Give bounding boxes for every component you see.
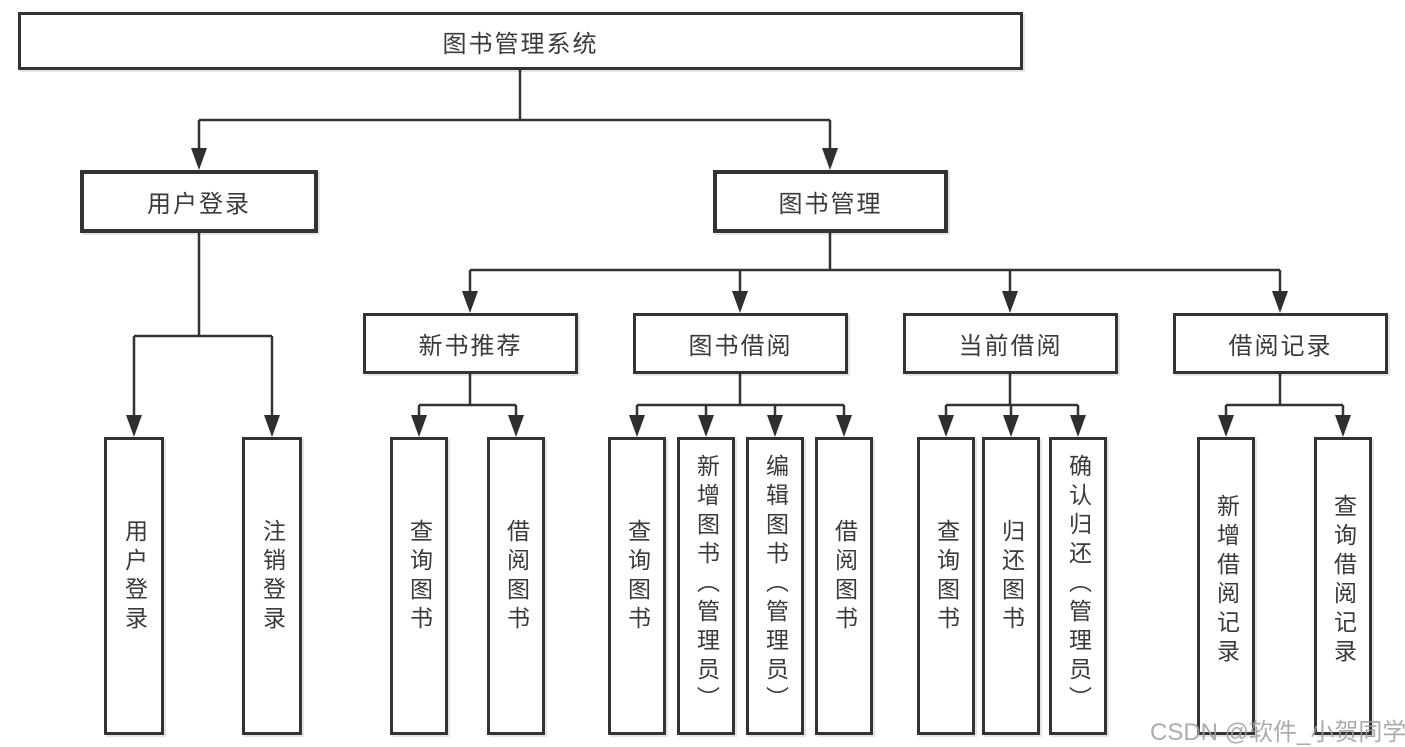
leaf-label: 查询图书	[933, 519, 960, 635]
arrow-down-icon	[698, 415, 714, 437]
connector-book-mgmt	[468, 233, 1282, 295]
node-label: 新书推荐	[418, 333, 523, 360]
arrow-down-icon	[767, 415, 783, 437]
leaf-borrow-books-2: 借阅图书	[815, 437, 873, 735]
node-book-borrowing: 图书借阅	[633, 313, 848, 374]
node-library-system: 图书管理系统	[18, 12, 1023, 70]
arrow-down-icon	[822, 148, 838, 170]
csdn-watermark: CSDN @软件_小贺同学	[1150, 719, 1405, 746]
node-label: 借阅记录	[1228, 333, 1333, 360]
node-current-borrowing: 当前借阅	[903, 313, 1118, 374]
leaf-query-books-1: 查询图书	[390, 437, 448, 735]
leaf-confirm-return-admin: 确认归还（管理员）	[1049, 437, 1107, 735]
node-new-book-recommend: 新书推荐	[363, 313, 578, 374]
leaf-label: 新增图书（管理员）	[693, 453, 720, 715]
arrow-down-icon	[1002, 291, 1018, 313]
node-label: 当前借阅	[958, 333, 1063, 360]
arrow-down-icon	[411, 415, 427, 437]
leaf-label: 编辑图书（管理员）	[762, 453, 789, 715]
arrowheads	[126, 148, 1351, 437]
node-label: 图书管理系统	[442, 30, 599, 58]
leaf-return-books: 归还图书	[982, 437, 1040, 735]
arrow-down-icon	[836, 415, 852, 437]
arrow-down-icon	[629, 415, 645, 437]
leaf-add-borrow-record: 新增借阅记录	[1197, 437, 1255, 735]
leaf-label: 归还图书	[998, 519, 1025, 635]
arrow-down-icon	[732, 291, 748, 313]
connector-current-borrow	[944, 374, 1080, 419]
leaf-label: 新增借阅记录	[1213, 494, 1240, 668]
arrow-down-icon	[1003, 415, 1019, 437]
leaf-label: 查询图书	[406, 519, 433, 635]
node-label: 用户登录	[147, 191, 251, 218]
arrow-down-icon	[938, 415, 954, 437]
arrow-down-icon	[1070, 415, 1086, 437]
arrow-down-icon	[462, 291, 478, 313]
leaf-borrow-books-1: 借阅图书	[487, 437, 545, 735]
leaf-query-books-2: 查询图书	[608, 437, 666, 735]
leaf-label: 注销登录	[259, 519, 286, 635]
leaf-label: 借阅图书	[503, 519, 530, 635]
leaf-label: 确认归还（管理员）	[1065, 453, 1092, 715]
connector-book-borrow	[635, 374, 846, 419]
leaf-edit-books-admin: 编辑图书（管理员）	[746, 437, 804, 735]
leaf-user-login: 用户登录	[104, 437, 164, 735]
arrow-down-icon	[1272, 291, 1288, 313]
node-book-management: 图书管理	[713, 170, 948, 233]
connector-borrow-records	[1224, 374, 1345, 419]
connector-root	[197, 70, 832, 152]
leaf-label: 查询图书	[624, 519, 651, 635]
node-label: 图书管理	[778, 191, 883, 218]
leaf-label: 用户登录	[121, 519, 148, 635]
node-label: 图书借阅	[688, 333, 793, 360]
arrow-down-icon	[264, 415, 280, 437]
leaf-label: 借阅图书	[831, 519, 858, 635]
leaf-logout: 注销登录	[242, 437, 302, 735]
arrow-down-icon	[1335, 415, 1351, 437]
node-user-login: 用户登录	[80, 170, 318, 233]
leaf-add-books-admin: 新增图书（管理员）	[677, 437, 735, 735]
arrow-down-icon	[191, 148, 207, 170]
connector-new-books	[417, 374, 518, 419]
leaf-query-borrow-record: 查询借阅记录	[1314, 437, 1372, 735]
arrow-down-icon	[126, 415, 142, 437]
connector-user-login	[132, 233, 274, 419]
arrow-down-icon	[1218, 415, 1234, 437]
node-borrowing-records: 借阅记录	[1173, 313, 1388, 374]
leaf-query-books-3: 查询图书	[917, 437, 975, 735]
leaf-label: 查询借阅记录	[1330, 494, 1357, 668]
arrow-down-icon	[508, 415, 524, 437]
